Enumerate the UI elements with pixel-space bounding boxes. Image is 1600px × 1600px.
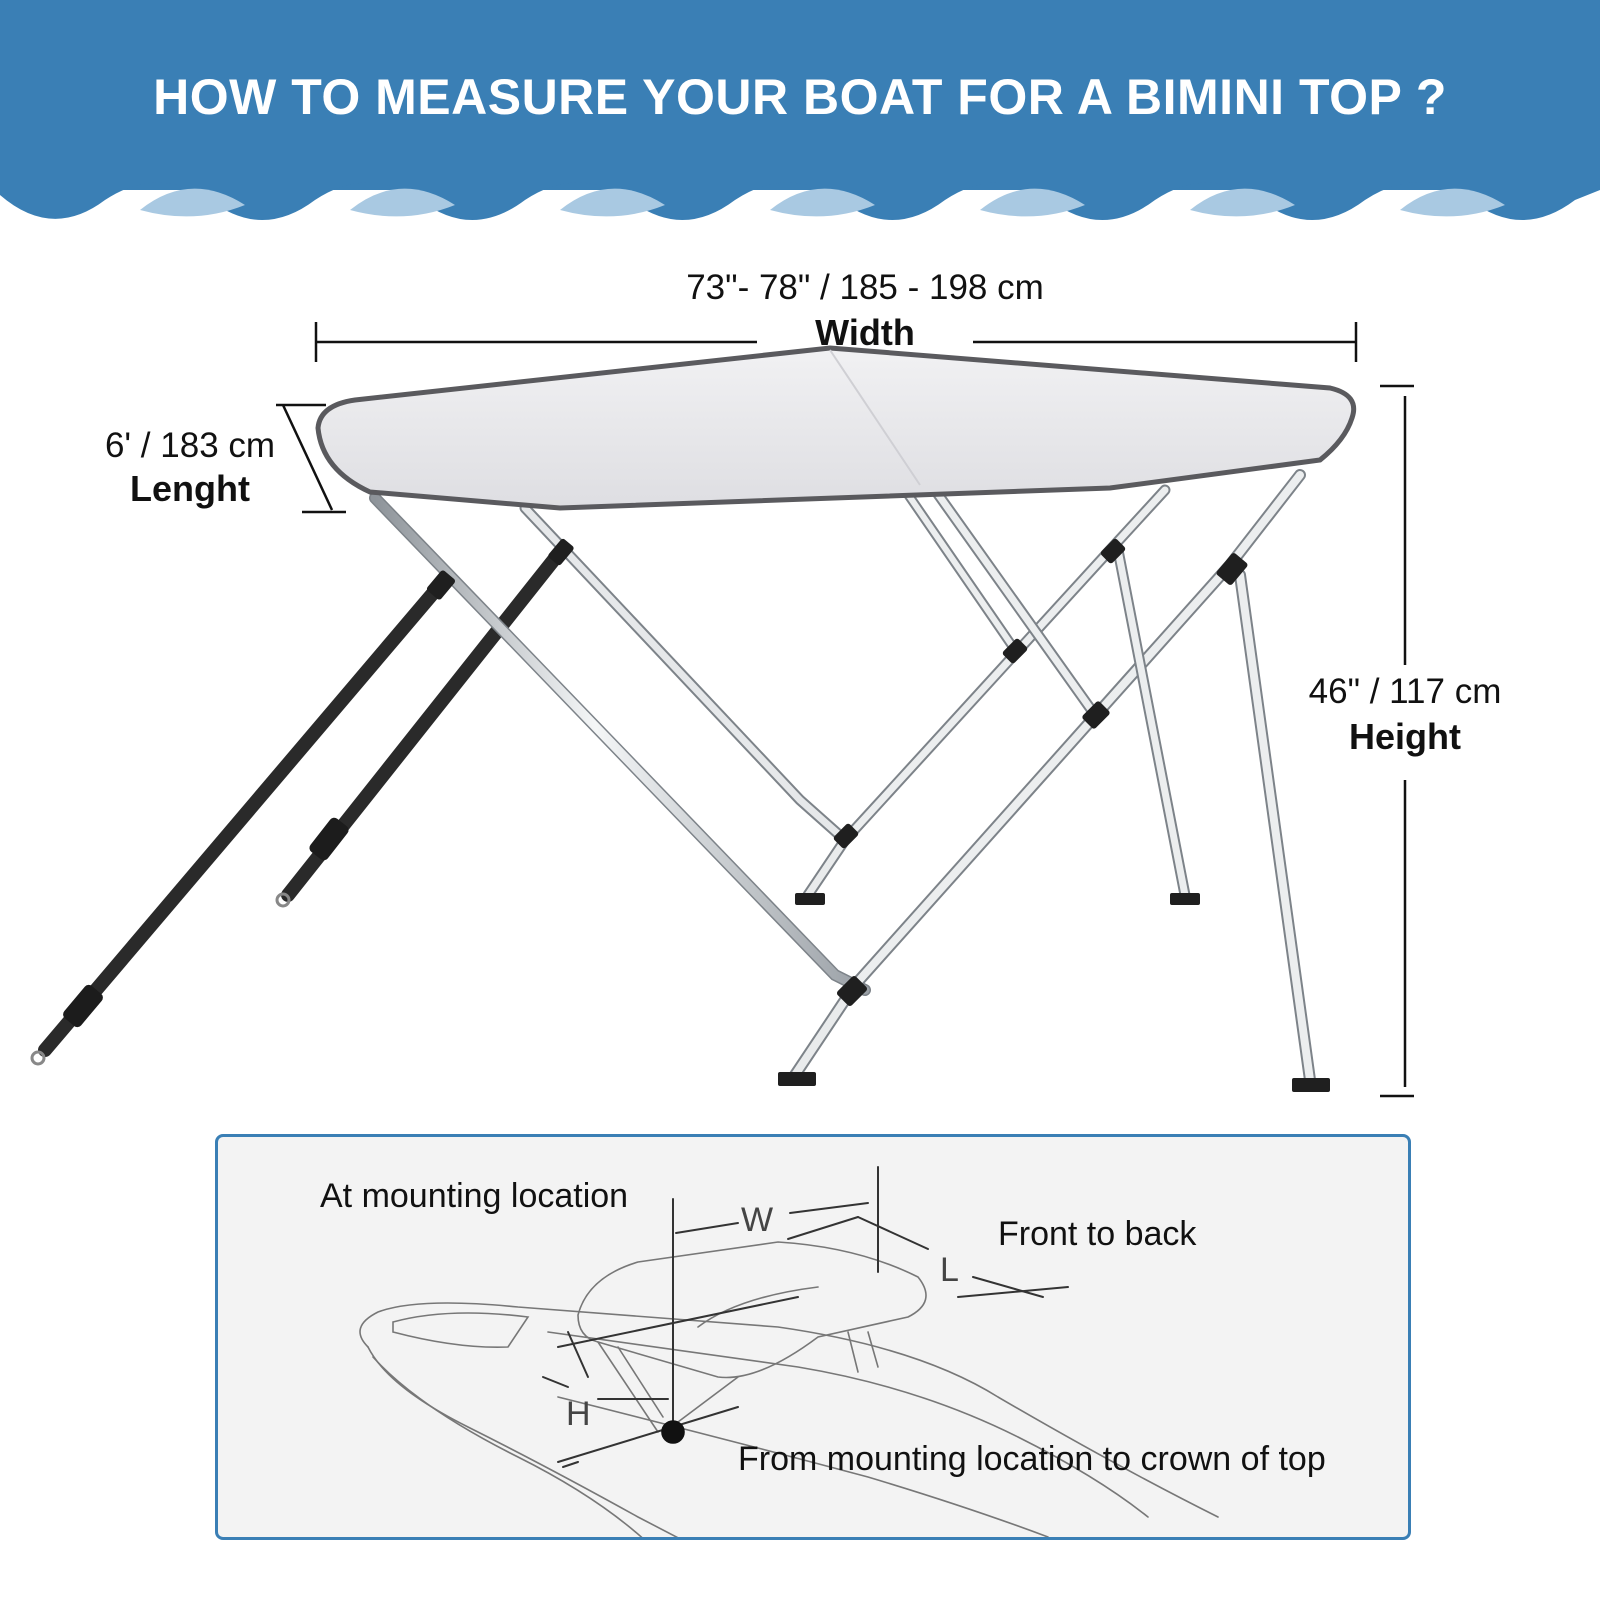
length-dimension-line [276, 403, 346, 514]
width-dimension-line [314, 322, 1358, 362]
strap-right [275, 545, 567, 908]
header-banner: HOW TO MEASURE YOUR BOAT FOR A BIMINI TO… [0, 0, 1600, 230]
frame-joints [426, 538, 1330, 1092]
from-mounting-label: From mounting location to crown of top [738, 1440, 1326, 1478]
width-value: 73"- 78" / 185 - 198 cm [686, 268, 1044, 307]
height-dimension-line [1380, 384, 1414, 1098]
page-title: HOW TO MEASURE YOUR BOAT FOR A BIMINI TO… [153, 69, 1447, 125]
width-label: Width [815, 312, 915, 353]
height-value: 46" / 117 cm [1308, 672, 1502, 711]
width-measurement: 73"- 78" / 185 - 198 cm Width [665, 268, 1065, 354]
l-letter: L [940, 1251, 959, 1289]
canvas-top [315, 345, 1357, 511]
strap-left [30, 578, 447, 1066]
w-letter: W [741, 1201, 774, 1239]
height-measurement: 46" / 117 cm Height [1305, 672, 1505, 758]
height-label: Height [1349, 716, 1461, 757]
measurement-guide-inset: At mounting location Front to back From … [215, 1134, 1411, 1540]
boat-sketch [359, 1166, 1219, 1537]
at-mounting-location-label: At mounting location [320, 1177, 629, 1215]
bimini-top-illustration [30, 322, 1414, 1098]
length-value: 6' / 183 cm [104, 426, 276, 465]
h-letter: H [566, 1395, 591, 1433]
length-measurement: 6' / 183 cm Lenght [95, 426, 285, 510]
front-to-back-label: Front to back [998, 1215, 1197, 1253]
wave-banner-graphic [0, 0, 1600, 220]
length-label: Lenght [130, 468, 250, 509]
